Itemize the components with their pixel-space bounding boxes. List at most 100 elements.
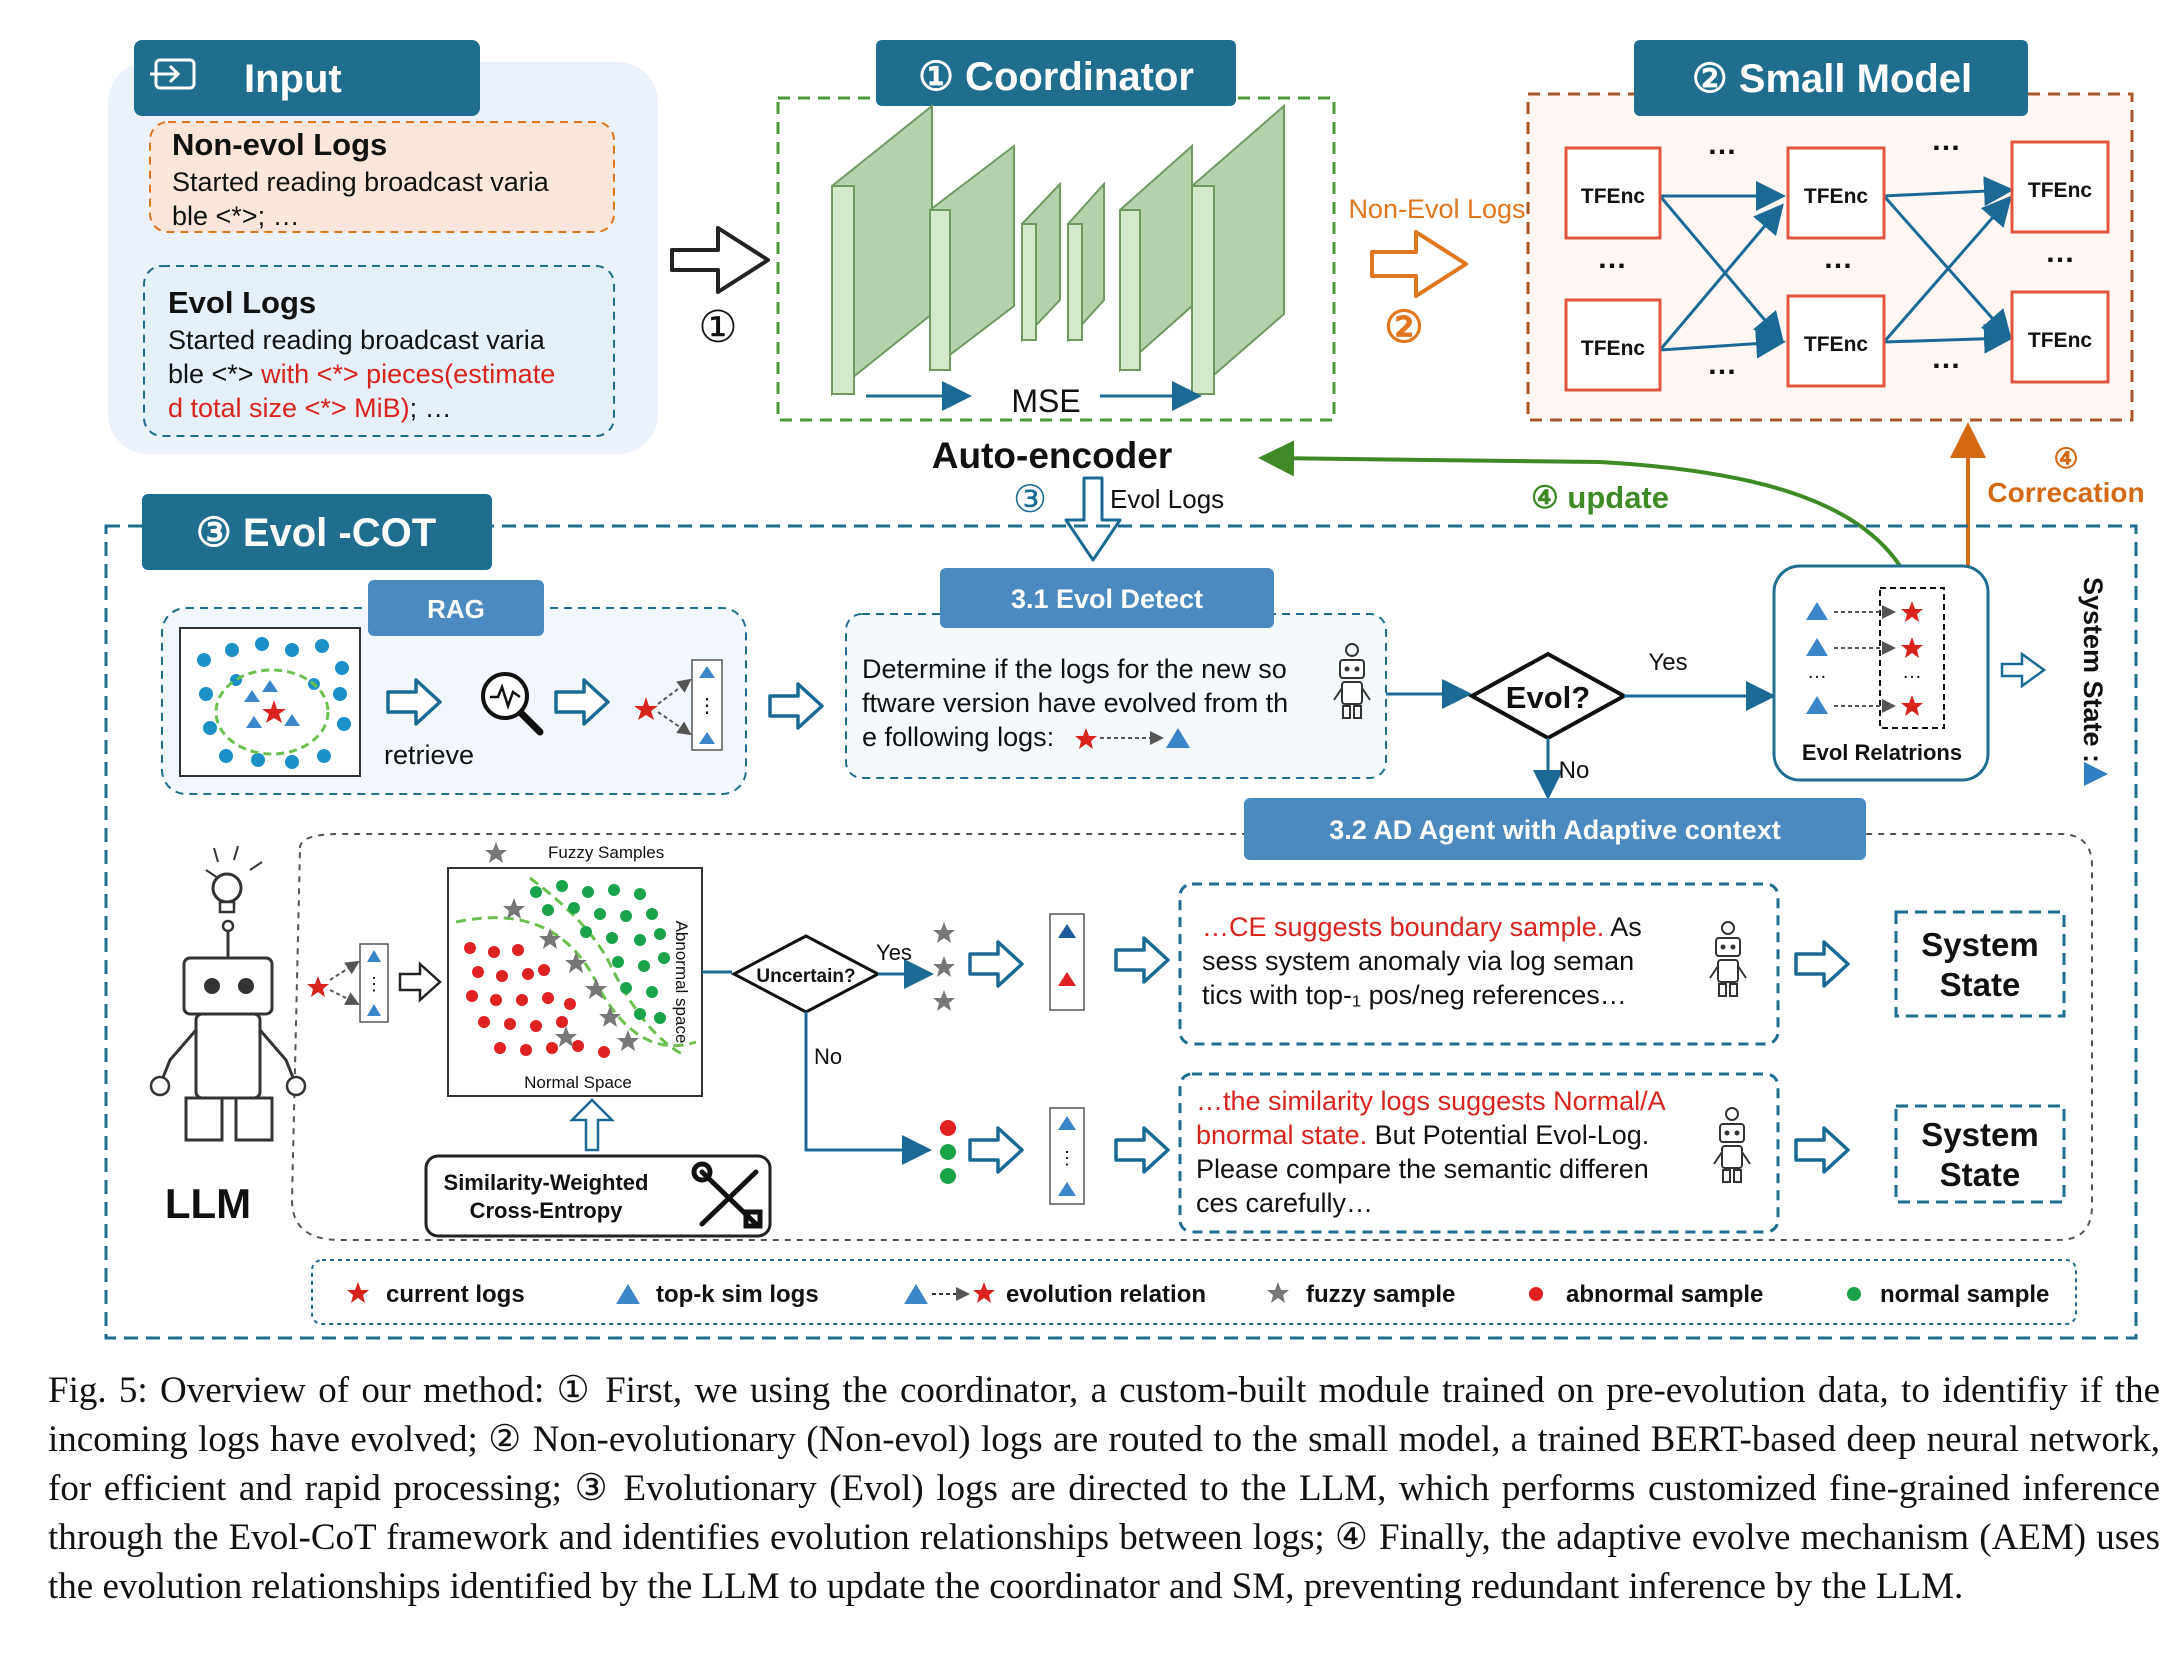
tfenc-node-4: TFEnc — [1786, 294, 1886, 388]
autoencoder-label: Auto-encoder — [932, 435, 1173, 476]
decision-boundary-2 — [529, 876, 683, 1056]
agent-query-link-2 — [329, 989, 360, 1005]
fuzzy-points — [503, 898, 639, 1051]
svg-text:TFEnc: TFEnc — [2028, 179, 2092, 202]
evol-logs-box — [143, 265, 615, 437]
small-model-header — [1634, 40, 2028, 116]
decision-boundary-1 — [455, 916, 697, 1048]
retrieve-label: retrieve — [384, 740, 474, 770]
neighbor-triangles — [244, 680, 300, 728]
svg-text:…: … — [1707, 348, 1737, 381]
no-stack-dots: ⋮ — [1058, 1148, 1076, 1168]
step3-down-arrow — [1064, 476, 1122, 562]
step4-marker: ④ — [2053, 443, 2078, 474]
tfenc-node-2: TFEnc — [1564, 298, 1662, 392]
legend-fuzzy-star — [1267, 1282, 1289, 1303]
uncertain-no-arrow — [804, 1012, 932, 1165]
legend-relation-triangle — [904, 1284, 928, 1304]
tfenc-node-5: TFEnc — [2010, 140, 2110, 234]
svg-text:…: … — [1707, 128, 1737, 161]
evol-cot-title: ③ Evol -COT — [196, 511, 436, 555]
svg-text:…: … — [1931, 124, 1961, 157]
autoencoder-layers — [831, 103, 1285, 397]
system-state-2-line1: System — [1921, 1116, 2038, 1153]
step2-arrow — [1370, 230, 1468, 298]
llm-label: LLM — [165, 1180, 251, 1227]
similarity-to-state-arrow — [1794, 1126, 1850, 1174]
fuzzy-legend-star — [485, 842, 507, 863]
normal-points — [530, 880, 670, 1024]
non-evol-log-line2: ble <*>; … — [172, 201, 300, 231]
coordinator-title: ① Coordinator — [918, 55, 1194, 99]
evol-logs-flow-label: Evol Logs — [1110, 484, 1224, 514]
no-branch-red-dot — [940, 1120, 956, 1136]
evol-log-line1: Started reading broadcast varia — [168, 325, 546, 355]
tfenc-node-6: TFEnc — [2010, 290, 2110, 384]
tools-icon — [691, 1161, 763, 1229]
loss-line2: Cross-Entropy — [470, 1198, 624, 1223]
svg-text:TFEnc: TFEnc — [1804, 333, 1868, 356]
evol-log-line3: d total size <*> MiB); … — [168, 393, 452, 423]
current-log-star — [262, 700, 286, 723]
legend-fuzzy-label: fuzzy sample — [1306, 1281, 1455, 1308]
system-state-box-2 — [1894, 1104, 2066, 1204]
normal-space-label: Normal Space — [524, 1073, 632, 1092]
evol-cot-header — [142, 494, 492, 570]
relations-to-state-arrow — [2000, 651, 2047, 689]
input-header — [134, 40, 480, 116]
boundary-prompt-line1: …CE suggests boundary sample. As — [1202, 912, 1642, 942]
abnormal-space-label: Abnormal space — [672, 921, 691, 1044]
no-stack-arrow — [1114, 1126, 1170, 1174]
neighborhood-circle — [214, 668, 330, 756]
ad-agent-region — [290, 833, 2093, 1241]
small-model-ellipses: … … … … … … … — [1597, 124, 2075, 381]
loss-box — [424, 1154, 772, 1238]
step2-marker: ② — [1384, 303, 1423, 352]
legend-box — [311, 1259, 2077, 1325]
yes-stack-triangle — [1058, 924, 1076, 938]
evol-logs-title: Evol Logs — [168, 285, 316, 320]
step3-marker: ③ — [1013, 479, 1047, 521]
svg-text:TFEnc: TFEnc — [1581, 185, 1645, 208]
evol-detect-header — [940, 568, 1274, 628]
evol-decision-label: Evol? — [1506, 680, 1590, 715]
correction-label: Correcation — [1987, 477, 2144, 508]
agent-stack-dots: ⋮ — [365, 974, 383, 994]
magnifier-icon — [481, 672, 544, 736]
figure-caption: Fig. 5: Overview of our method: ① First,… — [48, 1370, 2160, 1607]
legend-normal-label: normal sample — [1880, 1281, 2049, 1308]
similarity-prompt-line3: Please compare the semantic differen — [1196, 1154, 1649, 1184]
llm-robot-icon — [149, 845, 307, 1142]
no-stack-triangle-bottom — [1058, 1182, 1076, 1196]
non-evol-logs-flow-label: Non-Evol Logs — [1348, 194, 1525, 224]
uncertain-no-label: No — [814, 1044, 842, 1069]
input-icon — [150, 58, 196, 90]
agent-query-star — [307, 976, 329, 997]
loss-line1: Similarity-Weighted — [444, 1170, 649, 1195]
no-stack-triangle-top — [1058, 1116, 1076, 1130]
system-state-box-1 — [1894, 910, 2066, 1018]
step1-arrow — [670, 226, 770, 294]
no-branch-arrow — [968, 1126, 1024, 1174]
evol-cot-panel — [104, 524, 2138, 1340]
mse-label: MSE — [1011, 383, 1080, 419]
svg-text:…: … — [1931, 342, 1961, 375]
rag-header — [368, 580, 544, 636]
system-state-2-line2: State — [1940, 1156, 2021, 1193]
non-evol-logs-box — [149, 121, 615, 233]
stack-triangle-bottom — [699, 732, 715, 744]
legend-current-star — [347, 1282, 369, 1303]
boundary-prompt-box — [1178, 882, 1780, 1046]
rag-to-detect-arrow — [768, 682, 824, 730]
svg-text:…: … — [2045, 236, 2075, 269]
rag-title: RAG — [427, 594, 485, 624]
boundary-to-state-arrow — [1794, 940, 1850, 988]
agent-stack-triangle-bottom — [367, 1004, 381, 1016]
system-state-1-line2: State — [1940, 966, 2021, 1003]
relations-target-column — [1879, 587, 1945, 729]
uncertain-decision-label: Uncertain? — [756, 966, 855, 987]
similarity-prompt-line1: …the similarity logs suggests Normal/A — [1196, 1086, 1666, 1116]
svg-text:…: … — [1902, 661, 1922, 683]
input-title: Input — [244, 57, 342, 101]
